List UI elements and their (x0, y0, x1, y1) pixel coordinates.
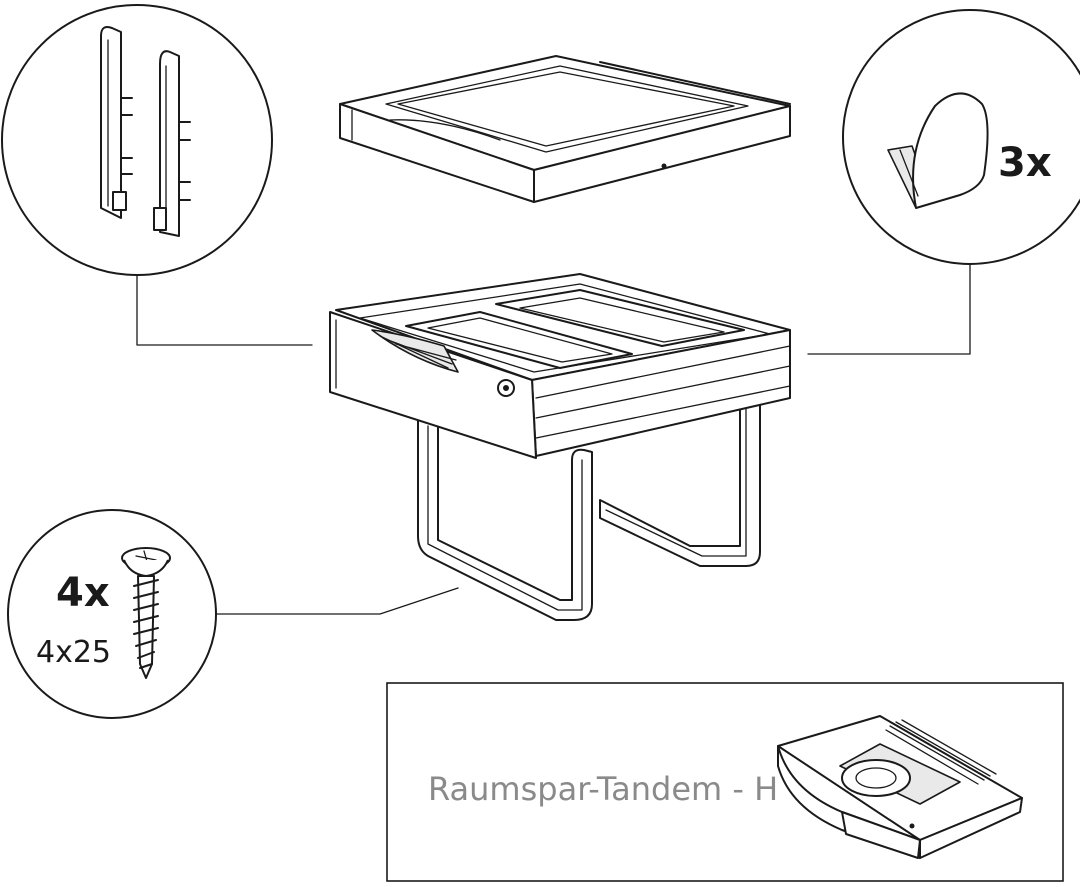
screw-quantity-label: 4x (56, 570, 110, 616)
screw-size-label: 4x25 (36, 635, 111, 670)
screw-callout-circle (7, 509, 217, 719)
screw-callout: 4x 4x25 (7, 509, 217, 719)
bracket-callout-circle (1, 4, 273, 276)
bracket-callout (1, 4, 273, 276)
clip-callout: 3x (842, 9, 1080, 265)
leader-lines (136, 263, 971, 615)
screw-icon (121, 547, 171, 679)
product-box: Raumspar-Tandem - H (386, 682, 1064, 882)
leader-line-brackets (136, 275, 313, 346)
product-box-label: Raumspar-Tandem - H (428, 770, 778, 808)
tandem-bracket-icon (777, 715, 1023, 859)
clip-icon (887, 92, 989, 209)
drawer-frame-icon (329, 273, 791, 621)
leader-line-clips (807, 263, 971, 355)
side-bracket-left-icon (100, 26, 133, 219)
clip-quantity-label: 3x (998, 140, 1052, 186)
side-bracket-right-icon (153, 50, 191, 237)
lid-frame-icon (339, 55, 791, 203)
leader-line-screws (215, 587, 459, 615)
